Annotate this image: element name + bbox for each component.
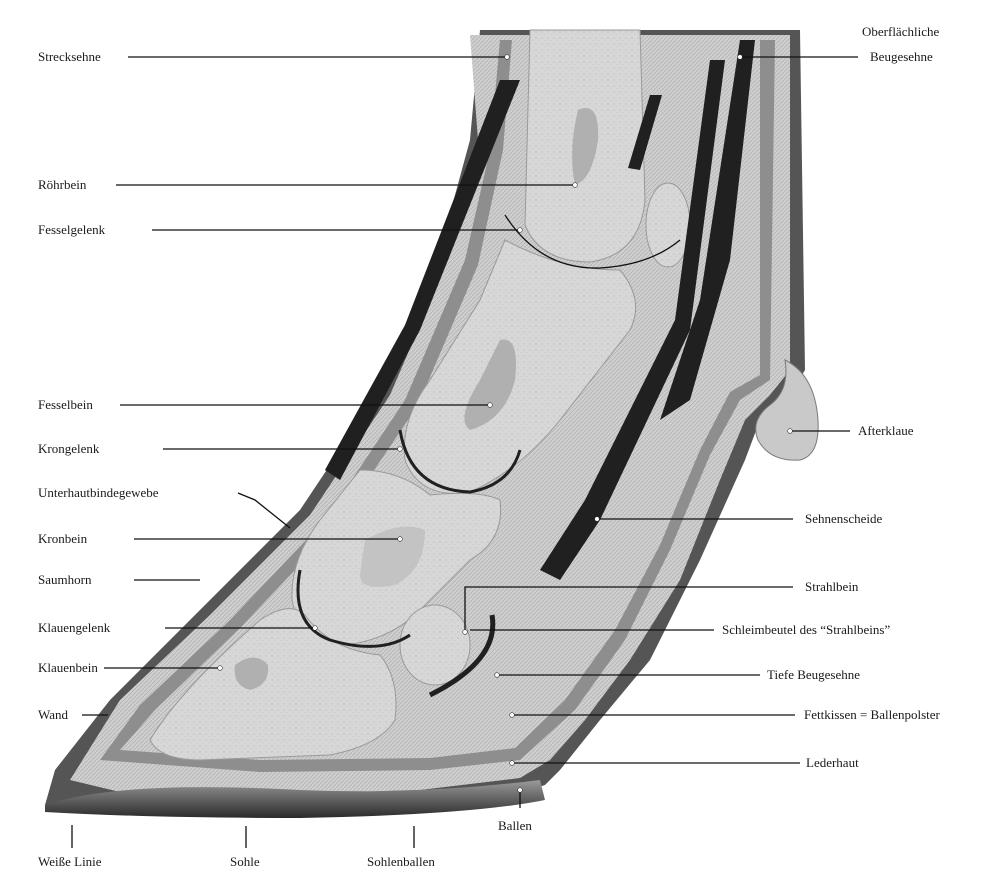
label-afterklaue: Afterklaue: [858, 423, 914, 438]
label-weisse-linie: Weiße Linie: [38, 854, 102, 869]
navicular-bone: [400, 605, 470, 685]
label-saumhorn: Saumhorn: [38, 572, 92, 587]
label-tiefe-beugesehne: Tiefe Beugesehne: [767, 667, 860, 682]
label-sehnenscheide: Sehnenscheide: [805, 511, 882, 526]
label-sohlenballen: Sohlenballen: [367, 854, 435, 869]
label-strecksehne: Strecksehne: [38, 49, 101, 64]
sesamoid-bone: [646, 183, 690, 267]
label-fettkissen: Fettkissen = Ballenpolster: [804, 707, 941, 722]
label-fesselgelenk: Fesselgelenk: [38, 222, 106, 237]
label-krongelenk: Krongelenk: [38, 441, 100, 456]
label-wand: Wand: [38, 707, 68, 722]
label-klauenbein: Klauenbein: [38, 660, 98, 675]
label-klauengelenk: Klauengelenk: [38, 620, 111, 635]
label-ballen: Ballen: [498, 818, 532, 833]
label-roehrbein: Röhrbein: [38, 177, 87, 192]
label-oberflaechliche: Oberflächliche: [862, 24, 939, 39]
label-strahlbein: Strahlbein: [805, 579, 859, 594]
label-kronbein: Kronbein: [38, 531, 88, 546]
label-unterhautbindegewebe: Unterhautbindegewebe: [38, 485, 159, 500]
label-schleimbeutel: Schleimbeutel des “Strahlbeins”: [722, 622, 890, 637]
label-beugesehne: Beugesehne: [870, 49, 933, 64]
label-lederhaut: Lederhaut: [806, 755, 859, 770]
label-fesselbein: Fesselbein: [38, 397, 93, 412]
label-sohle: Sohle: [230, 854, 260, 869]
